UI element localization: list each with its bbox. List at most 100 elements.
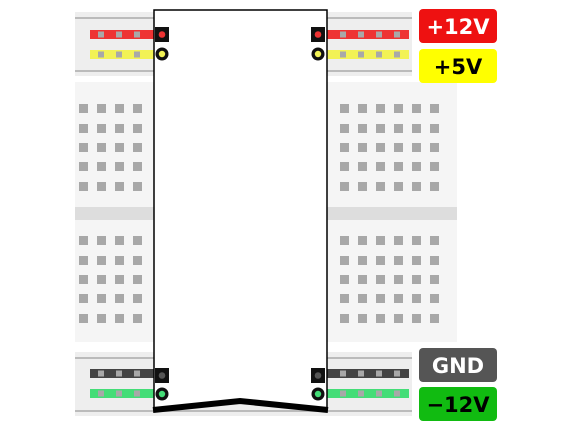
rail-hole [376, 31, 382, 38]
pin-plus5-right [311, 47, 325, 61]
terminal-hole [430, 104, 439, 113]
terminal-hole [394, 162, 403, 171]
terminal-hole [394, 143, 403, 152]
terminal-hole [394, 124, 403, 133]
plus5-label: +5V [419, 49, 497, 83]
rail-hole [116, 51, 122, 58]
terminal-hole [376, 182, 385, 191]
rail-hole [358, 51, 364, 58]
terminal-hole [394, 294, 403, 303]
terminal-hole [97, 275, 106, 284]
terminal-hole [340, 236, 349, 245]
terminal-hole [97, 182, 106, 191]
pin-gnd-right [311, 368, 325, 383]
rail-hole [116, 31, 122, 38]
terminal-hole [115, 104, 124, 113]
rail-hole [394, 31, 400, 38]
rail-hole [340, 51, 346, 58]
rail-hole [358, 370, 364, 377]
terminal-hole [115, 124, 124, 133]
pin-plus12-left [155, 27, 169, 42]
rail-hole [98, 31, 104, 38]
terminal-hole [115, 162, 124, 171]
terminal-hole [394, 182, 403, 191]
terminal-hole [376, 162, 385, 171]
rail-hole [376, 370, 382, 377]
terminal-hole [340, 275, 349, 284]
terminal-hole [412, 314, 421, 323]
terminal-hole [115, 182, 124, 191]
terminal-hole [430, 294, 439, 303]
terminal-hole [358, 104, 367, 113]
terminal-hole [79, 104, 88, 113]
terminal-hole [430, 143, 439, 152]
terminal-hole [340, 104, 349, 113]
terminal-hole [358, 256, 367, 265]
terminal-hole [394, 256, 403, 265]
gnd-rail-strip-right [327, 369, 409, 378]
gnd-label: GND [419, 348, 497, 382]
terminal-hole [97, 124, 106, 133]
terminal-hole [79, 236, 88, 245]
terminal-hole [430, 182, 439, 191]
terminal-hole [115, 314, 124, 323]
module-torn-edge [152, 397, 329, 413]
terminal-hole [412, 124, 421, 133]
terminal-hole [376, 236, 385, 245]
terminal-hole [79, 124, 88, 133]
terminal-hole [430, 256, 439, 265]
terminal-hole [358, 143, 367, 152]
terminal-hole [340, 124, 349, 133]
rail-hole [134, 390, 140, 397]
terminal-hole [133, 162, 142, 171]
terminal-hole [358, 314, 367, 323]
module-board [153, 9, 328, 410]
rail-hole [116, 390, 122, 397]
terminal-hole [412, 256, 421, 265]
terminal-hole [412, 104, 421, 113]
terminal-hole [79, 294, 88, 303]
terminal-hole [394, 236, 403, 245]
terminal-hole [358, 275, 367, 284]
rail-hole [134, 31, 140, 38]
rail-hole [376, 51, 382, 58]
pin-plus5-left [155, 47, 169, 61]
rail-hole [116, 370, 122, 377]
rail-hole [376, 390, 382, 397]
terminal-hole [376, 124, 385, 133]
rail-hole [134, 370, 140, 377]
terminal-hole [115, 275, 124, 284]
terminal-hole [115, 294, 124, 303]
terminal-hole [394, 275, 403, 284]
rail-hole [394, 51, 400, 58]
rail-hole [394, 390, 400, 397]
terminal-hole [340, 294, 349, 303]
rail-hole [98, 390, 104, 397]
terminal-hole [412, 182, 421, 191]
plus5-rail-strip-right [327, 50, 409, 59]
rail-hole [394, 370, 400, 377]
minus12-label-text: −12V [426, 393, 490, 417]
terminal-hole [394, 104, 403, 113]
terminal-hole [79, 162, 88, 171]
rail-hole [98, 370, 104, 377]
terminal-hole [412, 275, 421, 284]
plus12-rail-strip-right [327, 30, 409, 39]
terminal-hole [97, 314, 106, 323]
terminal-hole [430, 236, 439, 245]
terminal-hole [115, 256, 124, 265]
terminal-hole [133, 236, 142, 245]
terminal-hole [79, 256, 88, 265]
terminal-hole [133, 143, 142, 152]
terminal-hole [430, 275, 439, 284]
terminal-hole [97, 236, 106, 245]
terminal-hole [340, 162, 349, 171]
terminal-hole [394, 314, 403, 323]
terminal-hole [340, 143, 349, 152]
minus12-label: −12V [419, 387, 497, 421]
terminal-hole [412, 294, 421, 303]
terminal-hole [412, 162, 421, 171]
rail-hole [358, 31, 364, 38]
pin-gnd-left [155, 368, 169, 383]
